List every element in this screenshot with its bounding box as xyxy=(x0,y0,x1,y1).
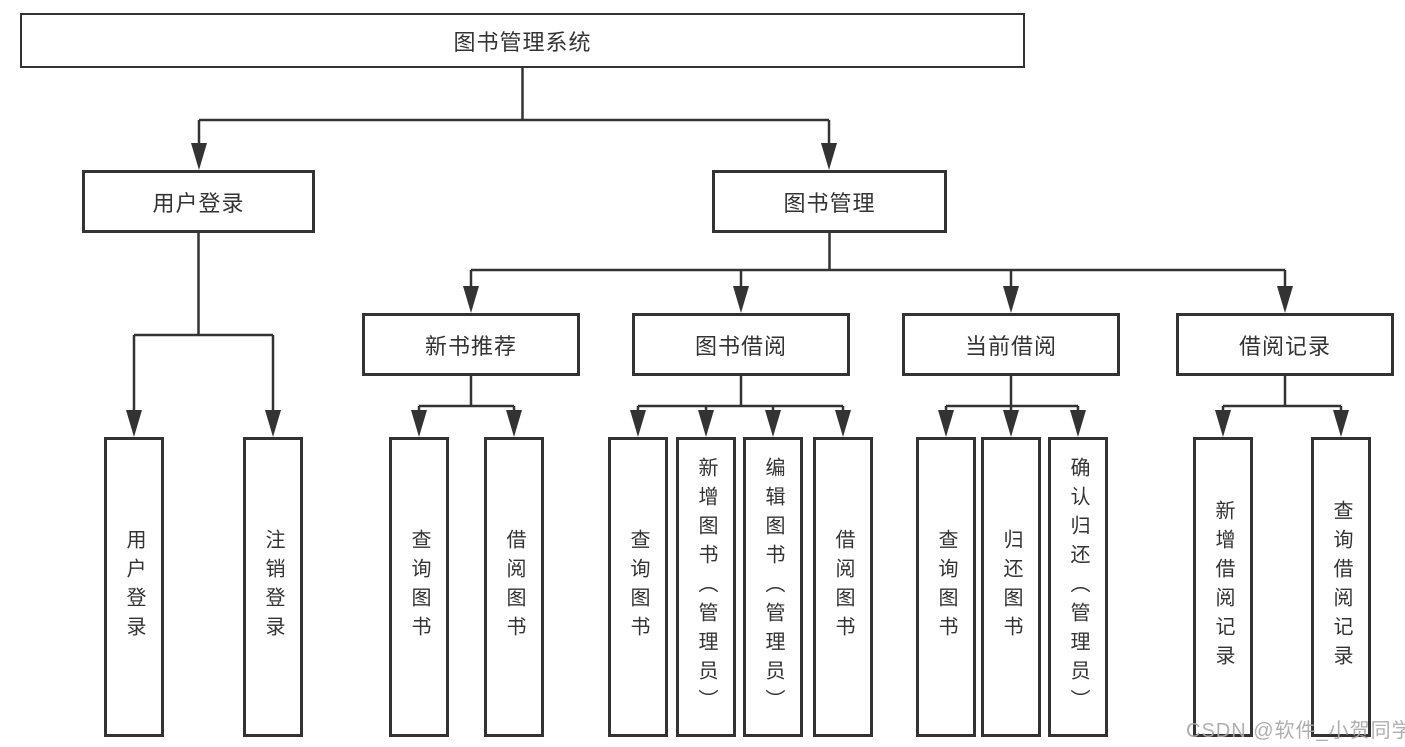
arrow-down-icon xyxy=(191,143,207,170)
arrow-down-icon xyxy=(835,410,851,437)
leaf-records-query-record-label: 查询借阅记录 xyxy=(1330,500,1352,674)
leaf-login-user-login-label: 用户登录 xyxy=(123,529,145,645)
leaf-login-user-login: 用户登录 xyxy=(104,437,164,737)
arrow-down-icon xyxy=(126,410,142,437)
arrow-down-icon xyxy=(821,143,837,170)
leaf-records-add-record: 新增借阅记录 xyxy=(1193,437,1253,737)
leaf-borrow-add-book-admin-label: 新增图书（管理员） xyxy=(695,456,717,718)
edge-lines xyxy=(197,68,831,146)
leaf-current-query-book-label: 查询图书 xyxy=(935,529,957,645)
node-current-borrow-label: 当前借阅 xyxy=(964,333,1057,359)
edge-recommend-to-leaves xyxy=(411,376,522,437)
node-new-book-recommend: 新书推荐 xyxy=(362,313,580,376)
arrow-down-icon xyxy=(1277,286,1293,313)
node-root: 图书管理系统 xyxy=(20,13,1025,68)
edge-lines xyxy=(132,233,275,414)
node-borrow-records: 借阅记录 xyxy=(1176,313,1394,376)
node-root-label: 图书管理系统 xyxy=(453,29,592,55)
leaf-borrow-add-book-admin: 新增图书（管理员） xyxy=(676,437,736,737)
leaf-borrow-edit-book-admin-label: 编辑图书（管理员） xyxy=(762,456,784,718)
arrow-down-icon xyxy=(265,410,281,437)
leaf-current-confirm-return-admin-label: 确认归还（管理员） xyxy=(1067,456,1089,718)
leaf-borrow-query-book: 查询图书 xyxy=(608,437,668,737)
edge-lines xyxy=(469,233,1287,290)
arrow-down-icon xyxy=(506,410,522,437)
arrow-down-icon xyxy=(1003,286,1019,313)
node-new-book-recommend-label: 新书推荐 xyxy=(424,333,517,359)
leaf-current-query-book: 查询图书 xyxy=(916,437,976,737)
leaf-borrow-query-book-label: 查询图书 xyxy=(627,529,649,645)
edge-records-to-leaves xyxy=(1215,376,1349,437)
edge-lines xyxy=(417,376,516,414)
arrow-down-icon xyxy=(1070,410,1086,437)
edge-lines xyxy=(636,376,845,414)
leaf-login-logout-label: 注销登录 xyxy=(262,529,284,645)
watermark: CSDN @软件_小贺同学 xyxy=(1186,720,1405,742)
leaf-current-confirm-return-admin: 确认归还（管理员） xyxy=(1048,437,1108,737)
leaf-recommend-borrow-book: 借阅图书 xyxy=(484,437,544,737)
node-user-login: 用户登录 xyxy=(82,170,315,233)
leaf-records-add-record-label: 新增借阅记录 xyxy=(1212,500,1234,674)
node-book-management: 图书管理 xyxy=(712,170,947,233)
arrow-down-icon xyxy=(463,286,479,313)
leaf-recommend-query-book-label: 查询图书 xyxy=(408,529,430,645)
arrow-down-icon xyxy=(698,410,714,437)
leaf-records-query-record: 查询借阅记录 xyxy=(1311,437,1371,737)
arrow-down-icon xyxy=(1215,410,1231,437)
edge-lines xyxy=(944,376,1080,414)
leaf-recommend-query-book: 查询图书 xyxy=(389,437,449,737)
arrow-down-icon xyxy=(630,410,646,437)
leaf-current-return-book-label: 归还图书 xyxy=(1000,529,1022,645)
edge-borrow-to-leaves xyxy=(630,376,851,437)
leaf-borrow-borrow-book: 借阅图书 xyxy=(813,437,873,737)
arrow-down-icon xyxy=(938,410,954,437)
leaf-borrow-borrow-book-label: 借阅图书 xyxy=(832,529,854,645)
arrow-down-icon xyxy=(1003,410,1019,437)
node-book-borrow: 图书借阅 xyxy=(632,313,850,376)
arrow-down-icon xyxy=(1333,410,1349,437)
node-borrow-records-label: 借阅记录 xyxy=(1238,333,1331,359)
node-book-management-label: 图书管理 xyxy=(783,190,876,216)
leaf-recommend-borrow-book-label: 借阅图书 xyxy=(503,529,525,645)
arrow-down-icon xyxy=(765,410,781,437)
node-user-login-label: 用户登录 xyxy=(152,190,245,216)
edge-lines xyxy=(1221,376,1343,414)
leaf-login-logout: 注销登录 xyxy=(243,437,303,737)
arrow-down-icon xyxy=(411,410,427,437)
edge-current-to-leaves xyxy=(938,376,1086,437)
node-book-borrow-label: 图书借阅 xyxy=(694,333,787,359)
edge-login-to-children xyxy=(126,233,281,437)
node-current-borrow: 当前借阅 xyxy=(902,313,1120,376)
edge-management-to-level3 xyxy=(463,233,1293,313)
leaf-current-return-book: 归还图书 xyxy=(981,437,1041,737)
leaf-borrow-edit-book-admin: 编辑图书（管理员） xyxy=(743,437,803,737)
edge-root-to-level2 xyxy=(191,68,837,170)
arrow-down-icon xyxy=(733,286,749,313)
